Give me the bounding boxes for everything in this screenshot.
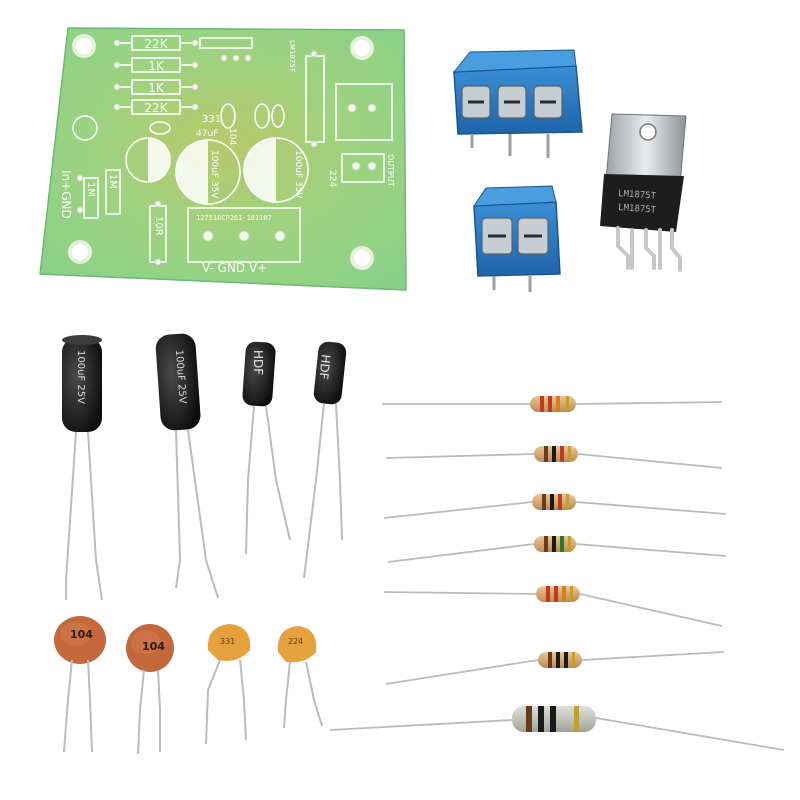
ceramic-4-code: 224 bbox=[288, 637, 303, 646]
cap-2-text: 100uF 25V bbox=[173, 349, 188, 404]
silk-c47-label: 47uF bbox=[196, 129, 218, 139]
mounting-holes bbox=[68, 34, 374, 270]
silk-bigcap-1-label: 100uF 35V bbox=[209, 150, 219, 199]
resistor-7 bbox=[329, 706, 785, 751]
ceramic-cap-2: 104 bbox=[126, 624, 174, 755]
screw-terminal-2pin bbox=[473, 185, 561, 292]
silk-power-label: V- GND V+ bbox=[202, 261, 267, 275]
ceramic-1-code: 104 bbox=[70, 628, 93, 641]
electrolytic-cap-1: 100uF 25V bbox=[62, 335, 103, 601]
silk-r1m-a-label: 1M bbox=[85, 182, 96, 197]
chip-marking-1: LM1875T bbox=[618, 189, 657, 202]
silk-output-label: OUTPUT bbox=[386, 154, 395, 187]
resistor-2 bbox=[385, 446, 723, 469]
pcb-board: 22K 1K 1K 22K 331 47uF 104 10R 1M 1M 100… bbox=[39, 27, 407, 291]
pcb-pads bbox=[76, 39, 377, 266]
silk-r10r-label: 10R bbox=[153, 216, 164, 236]
silk-r2-label: 1K bbox=[148, 59, 165, 73]
resistor-6 bbox=[385, 651, 725, 685]
resistor-4 bbox=[387, 536, 727, 563]
electrolytic-cap-4: HDF bbox=[303, 341, 347, 579]
cap-4-text: HDF bbox=[316, 354, 333, 381]
silk-r1m-b-label: 1M bbox=[107, 174, 118, 189]
silk-c104-label: 104 bbox=[227, 128, 237, 145]
cap-3-text: HDF bbox=[251, 350, 265, 375]
silk-r1-label: 22K bbox=[144, 37, 168, 51]
resistor-3 bbox=[383, 494, 727, 519]
silk-c224-label: 224 bbox=[327, 170, 337, 187]
cap-polarity-mark-3 bbox=[244, 138, 276, 202]
ceramic-2-code: 104 bbox=[142, 640, 165, 653]
ceramic-cap-3: 331 bbox=[205, 624, 251, 745]
silk-input-label: In+GND bbox=[59, 170, 73, 219]
ceramic-3-code: 331 bbox=[220, 637, 235, 646]
lm1875-chip: LM1875T LM1875T bbox=[600, 113, 687, 272]
cap-1-text: 100uF 25V bbox=[75, 350, 86, 404]
cap-polarity-mark bbox=[148, 138, 170, 182]
silk-r4-label: 22K bbox=[144, 101, 168, 115]
resistor-5 bbox=[383, 586, 723, 627]
silk-c331-label: 331 bbox=[202, 114, 221, 125]
cap-polarity-mark-2 bbox=[176, 140, 208, 204]
ceramic-cap-4: 224 bbox=[277, 626, 323, 729]
silk-chip-label: LM1875T bbox=[288, 40, 296, 73]
silk-board-code: 127516CP261-181107 bbox=[196, 214, 272, 222]
silk-bigcap-2-label: 100uF 35V bbox=[293, 150, 303, 199]
resistor-1 bbox=[382, 396, 723, 412]
electrolytic-cap-2: 100uF 25V bbox=[155, 333, 219, 599]
chip-marking-2: LM1875T bbox=[618, 203, 657, 216]
ceramic-cap-1: 104 bbox=[54, 616, 106, 753]
screw-terminal-3pin bbox=[452, 49, 583, 158]
electrolytic-cap-3: HDF bbox=[242, 341, 291, 555]
silk-r3-label: 1K bbox=[148, 81, 165, 95]
